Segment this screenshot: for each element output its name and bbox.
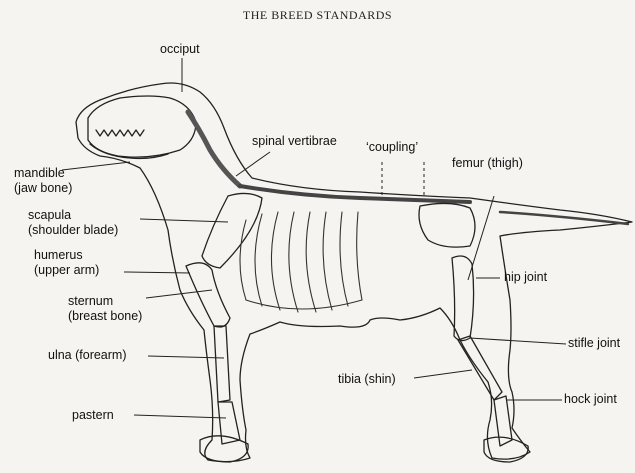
label-spinal-vertibrae: spinal vertibrae bbox=[252, 134, 337, 149]
leader-stifle bbox=[470, 338, 566, 344]
label-pastern: pastern bbox=[72, 408, 114, 423]
label-tibia: tibia (shin) bbox=[338, 372, 396, 387]
label-sternum-line1: sternum bbox=[68, 294, 142, 309]
front-paw bbox=[200, 436, 248, 462]
leader-femur bbox=[468, 196, 494, 280]
rib-cage bbox=[240, 212, 362, 312]
label-mandible-line2: (jaw bone) bbox=[14, 181, 72, 196]
leader-ulna bbox=[148, 356, 224, 358]
label-humerus: humerus (upper arm) bbox=[34, 248, 99, 278]
label-hock-joint: hock joint bbox=[564, 392, 617, 407]
label-scapula-line1: scapula bbox=[28, 208, 118, 223]
label-ulna: ulna (forearm) bbox=[48, 348, 127, 363]
teeth bbox=[96, 130, 144, 136]
femur-bone bbox=[452, 256, 474, 341]
ulna-bone bbox=[214, 326, 230, 402]
leader-tibia bbox=[414, 370, 472, 378]
label-femur: femur (thigh) bbox=[452, 156, 523, 171]
label-coupling: ‘coupling’ bbox=[366, 140, 418, 155]
humerus-bone bbox=[186, 263, 230, 327]
leader-scapula bbox=[140, 219, 228, 222]
label-hip-joint: hip joint bbox=[504, 270, 547, 285]
neck-vertebrae bbox=[188, 112, 240, 186]
label-sternum: sternum (breast bone) bbox=[68, 294, 142, 324]
scapula-bone bbox=[202, 193, 262, 268]
spine bbox=[240, 186, 470, 202]
leader-sternum bbox=[146, 290, 212, 298]
label-stifle-joint: stifle joint bbox=[568, 336, 620, 351]
label-sternum-line2: (breast bone) bbox=[68, 309, 142, 324]
pelvis-bone bbox=[419, 203, 475, 247]
tail-vertebrae bbox=[500, 212, 628, 224]
tibia-bone bbox=[458, 336, 502, 400]
leader-humerus bbox=[124, 272, 190, 273]
label-occiput: occiput bbox=[160, 42, 200, 57]
label-humerus-line2: (upper arm) bbox=[34, 263, 99, 278]
label-scapula-line2: (shoulder blade) bbox=[28, 223, 118, 238]
label-mandible: mandible (jaw bone) bbox=[14, 166, 72, 196]
label-scapula: scapula (shoulder blade) bbox=[28, 208, 118, 238]
label-mandible-line1: mandible bbox=[14, 166, 72, 181]
label-humerus-line1: humerus bbox=[34, 248, 99, 263]
skull bbox=[88, 96, 196, 157]
